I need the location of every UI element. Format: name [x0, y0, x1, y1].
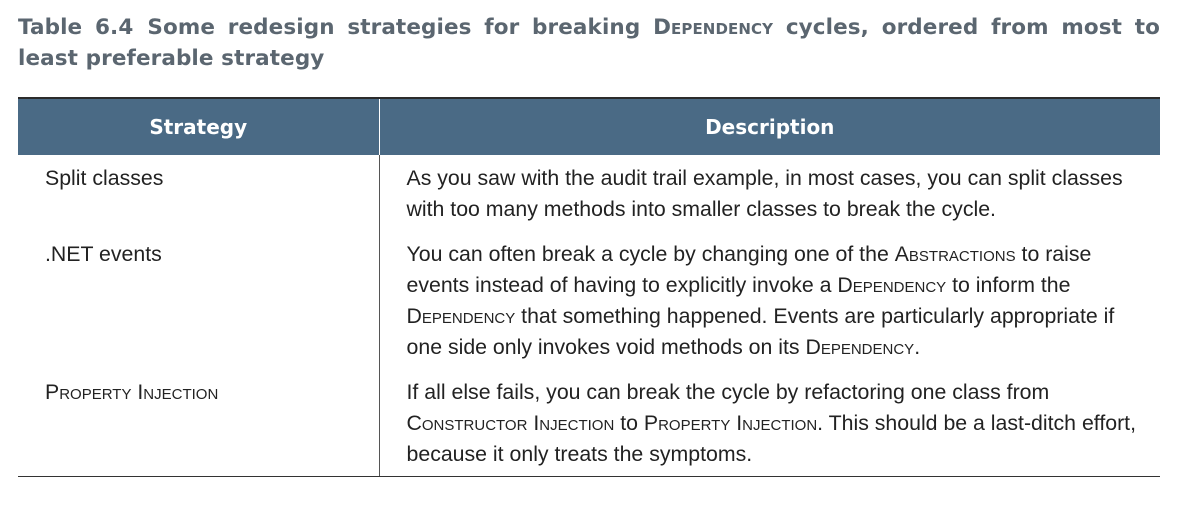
description-text: You can often break a cycle by changing … — [406, 242, 895, 266]
description-term: Abstractions — [894, 242, 1016, 266]
description-term: Property Injection — [643, 411, 818, 435]
strategy-cell: Split classes — [18, 155, 380, 231]
caption-dependency-term: Dependency — [653, 15, 774, 40]
table-row: .NET events You can often break a cycle b… — [18, 231, 1160, 369]
description-text: If all else fails, you can break the cyc… — [406, 380, 1050, 404]
description-cell: As you saw with the audit trail example,… — [379, 155, 1160, 231]
table-row: Split classes As you saw with the audit t… — [18, 155, 1160, 231]
table-body: Split classes As you saw with the audit t… — [18, 155, 1160, 477]
strategy-cell: .NET events — [18, 231, 380, 369]
description-text: . This should be a last-ditch effort, be… — [406, 411, 1137, 466]
strategy-name: .NET events — [45, 242, 162, 266]
description-term: Dependency — [837, 273, 947, 297]
description-cell: If all else fails, you can break the cyc… — [379, 369, 1160, 477]
caption-text-before: Some redesign strategies for breaking — [147, 15, 654, 40]
table-row: Property Injection If all else fails, you… — [18, 369, 1160, 477]
description-text: that something happened. Events are part… — [406, 304, 1115, 359]
table-header-row: Strategy Description — [18, 97, 1160, 155]
caption-text-after: cycles, ordered from most to least prefe… — [18, 15, 1160, 71]
description-text: to raise events instead of having to exp… — [406, 242, 1092, 297]
description-text: to — [614, 411, 644, 435]
table-number: Table 6.4 — [18, 15, 134, 40]
table-caption: Table 6.4 Some redesign strategies for br… — [18, 12, 1160, 74]
description-text: As you saw with the audit trail example,… — [406, 166, 1123, 221]
strategy-name: Property Injection — [45, 380, 219, 404]
strategy-cell: Property Injection — [18, 369, 380, 477]
description-text: to inform the — [946, 273, 1071, 297]
description-term: Constructor Injection — [406, 411, 615, 435]
description-text: . — [914, 335, 921, 359]
description-term: Dependency — [406, 304, 516, 328]
description-cell: You can often break a cycle by changing … — [379, 231, 1160, 369]
strategy-name: Split classes — [45, 166, 164, 190]
strategies-table: Strategy Description Split classes As you… — [18, 97, 1160, 477]
description-term: Dependency — [805, 335, 915, 359]
header-strategy: Strategy — [18, 97, 380, 155]
header-description: Description — [379, 97, 1160, 155]
